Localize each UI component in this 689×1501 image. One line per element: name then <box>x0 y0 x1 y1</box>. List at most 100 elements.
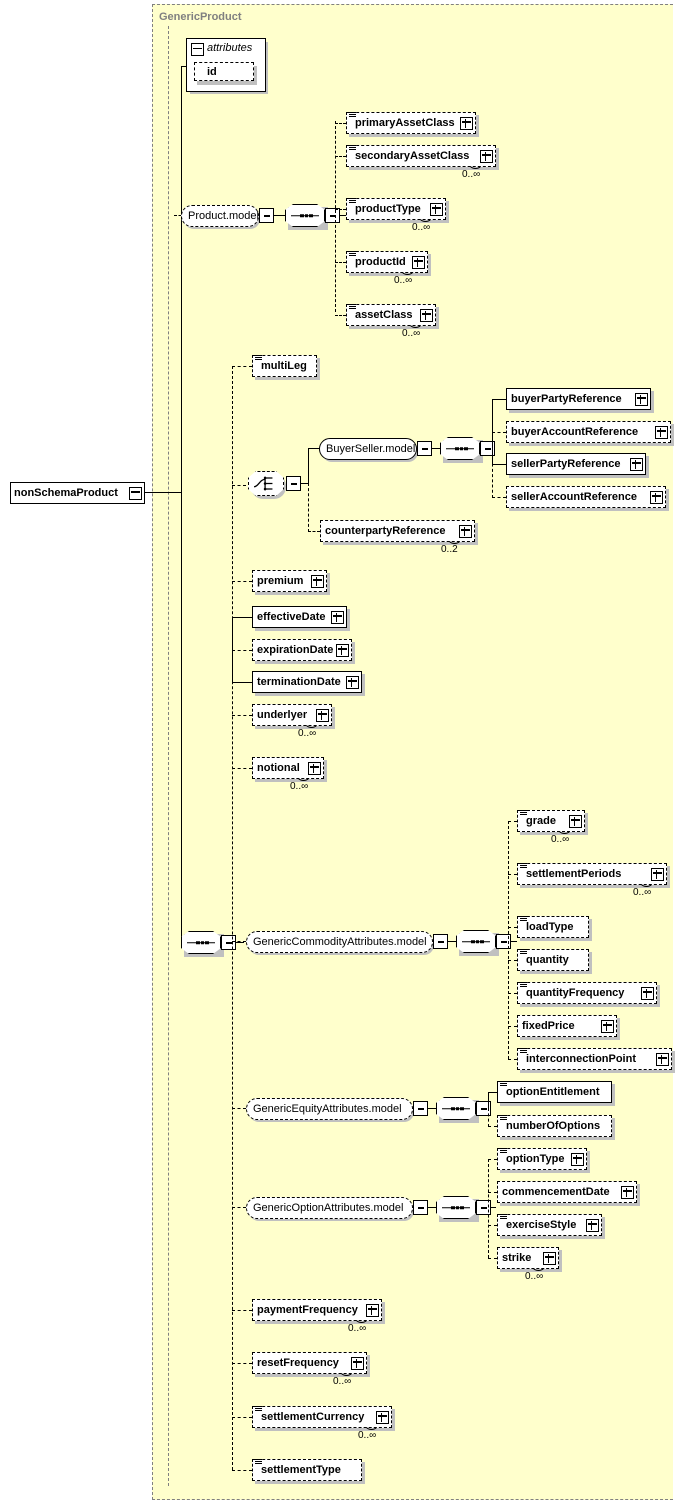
element-resetfrequency[interactable]: resetFrequency <box>252 1352 367 1374</box>
compositor-sequence-commodity[interactable] <box>456 930 496 953</box>
expander-plus-icon[interactable] <box>480 149 493 163</box>
element-quantityfrequency[interactable]: quantityFrequency <box>517 982 657 1004</box>
expander-plus-icon[interactable] <box>641 986 654 1000</box>
element-multileg[interactable]: multiLeg <box>252 355 317 377</box>
expander-minus-icon[interactable] <box>479 1203 488 1212</box>
element-productid[interactable]: productId <box>346 251 428 273</box>
commodity-expander-box[interactable] <box>433 934 448 949</box>
model-commodity[interactable]: GenericCommodityAttributes.model <box>246 931 433 953</box>
expander-plus-icon[interactable] <box>601 1019 614 1033</box>
expander-plus-icon[interactable] <box>586 1218 599 1232</box>
root-element-nonschemaproduct[interactable]: nonSchemaProduct <box>10 482 147 506</box>
model-product[interactable]: Product.model <box>181 205 259 227</box>
element-counterpartyreference[interactable]: counterpartyReference <box>320 520 475 542</box>
element-paymentfrequency[interactable]: paymentFrequency <box>252 1299 382 1321</box>
expander-plus-icon[interactable] <box>650 490 663 504</box>
expander-plus-icon[interactable] <box>635 392 648 406</box>
compositor-choice-party[interactable] <box>248 471 284 496</box>
element-effectivedate[interactable]: effectiveDate <box>252 606 347 628</box>
expander-minus-icon[interactable] <box>262 211 271 220</box>
element-loadtype[interactable]: loadType <box>517 916 589 938</box>
expander-minus-icon[interactable] <box>416 1104 425 1113</box>
element-expirationdate[interactable]: expirationDate <box>252 639 352 661</box>
expander-minus-icon[interactable] <box>483 444 492 453</box>
expander-plus-icon[interactable] <box>376 1410 389 1424</box>
expander-plus-icon[interactable] <box>430 202 443 216</box>
element-settlementtype[interactable]: settlementType <box>252 1459 362 1481</box>
element-settlementcurrency[interactable]: settlementCurrency <box>252 1406 392 1428</box>
element-optionentitlement[interactable]: optionEntitlement <box>497 1081 612 1103</box>
model-option[interactable]: GenericOptionAttributes.model <box>246 1197 413 1219</box>
attributes-expander-minus-icon[interactable] <box>191 43 204 56</box>
model-product-expander-box[interactable] <box>259 208 274 223</box>
element-grade[interactable]: grade <box>517 810 585 832</box>
expander-plus-icon[interactable] <box>351 1356 364 1370</box>
element-buyeraccountreference[interactable]: buyerAccountReference <box>506 421 671 443</box>
expander-plus-icon[interactable] <box>651 867 664 881</box>
expander-minus-icon[interactable] <box>479 1104 488 1113</box>
model-buyerseller[interactable]: BuyerSeller.model <box>319 438 417 460</box>
expander-plus-icon[interactable] <box>316 708 329 722</box>
expander-plus-icon[interactable] <box>655 425 668 439</box>
expander-plus-icon[interactable] <box>366 1303 379 1317</box>
choice-expander-box[interactable] <box>286 476 301 491</box>
element-selleraccountreference[interactable]: sellerAccountReference <box>506 486 666 508</box>
seq-option-expander-box[interactable] <box>476 1200 491 1215</box>
element-quantity[interactable]: quantity <box>517 949 589 971</box>
expander-plus-icon[interactable] <box>569 814 582 828</box>
seq-bs-expander-box[interactable] <box>480 441 495 456</box>
expander-plus-icon[interactable] <box>459 524 472 538</box>
expander-plus-icon[interactable] <box>630 457 643 471</box>
element-primaryassetclass[interactable]: primaryAssetClass <box>346 112 476 134</box>
compositor-sequence-main[interactable] <box>181 931 221 954</box>
expander-plus-icon[interactable] <box>331 610 344 624</box>
expander-minus-icon[interactable] <box>328 211 337 220</box>
element-underlyer[interactable]: underlyer <box>252 704 332 726</box>
expander-plus-icon[interactable] <box>656 1052 669 1066</box>
element-numberofoptions[interactable]: numberOfOptions <box>497 1115 612 1137</box>
expander-minus-icon[interactable] <box>416 1203 425 1212</box>
expander-minus-icon[interactable] <box>129 486 142 500</box>
element-premium[interactable]: premium <box>252 570 327 592</box>
compositor-sequence-buyerseller[interactable] <box>440 437 480 460</box>
equity-expander-box[interactable] <box>413 1101 428 1116</box>
model-equity[interactable]: GenericEquityAttributes.model <box>246 1098 413 1120</box>
expander-plus-icon[interactable] <box>346 675 359 689</box>
expander-plus-icon[interactable] <box>621 1185 634 1199</box>
compositor-sequence-option[interactable] <box>436 1196 476 1219</box>
element-optiontype[interactable]: optionType <box>497 1148 587 1170</box>
expander-minus-icon[interactable] <box>436 937 445 946</box>
element-strike[interactable]: strike <box>497 1247 559 1269</box>
option-expander-box[interactable] <box>413 1200 428 1215</box>
seq-equity-expander-box[interactable] <box>476 1101 491 1116</box>
expander-plus-icon[interactable] <box>308 761 321 775</box>
element-exercisestyle[interactable]: exerciseStyle <box>497 1214 602 1236</box>
element-assetclass[interactable]: assetClass <box>346 304 436 326</box>
expander-plus-icon[interactable] <box>460 116 473 130</box>
element-commencementdate[interactable]: commencementDate <box>497 1181 637 1203</box>
element-terminationdate[interactable]: terminationDate <box>252 671 362 693</box>
element-notional[interactable]: notional <box>252 757 324 779</box>
element-buyerpartyreference[interactable]: buyerPartyReference <box>506 388 651 410</box>
element-settlementperiods[interactable]: settlementPeriods <box>517 863 667 885</box>
expander-plus-icon[interactable] <box>420 308 433 322</box>
expander-minus-icon[interactable] <box>289 479 298 488</box>
seq-main-expander-box[interactable] <box>221 935 236 950</box>
seq-product-expander-box[interactable] <box>325 208 340 223</box>
element-interconnectionpoint[interactable]: interconnectionPoint <box>517 1048 672 1070</box>
compositor-sequence-equity[interactable] <box>436 1097 476 1120</box>
compositor-sequence-product[interactable] <box>285 204 325 227</box>
element-fixedprice[interactable]: fixedPrice <box>517 1015 617 1037</box>
expander-plus-icon[interactable] <box>571 1152 584 1166</box>
expander-plus-icon[interactable] <box>311 574 324 588</box>
attribute-id[interactable]: id <box>194 62 254 81</box>
expander-plus-icon[interactable] <box>543 1251 556 1265</box>
expander-plus-icon[interactable] <box>336 643 350 657</box>
element-sellerpartyreference[interactable]: sellerPartyReference <box>506 453 646 475</box>
expander-minus-icon[interactable] <box>420 444 429 453</box>
buyerseller-expander-box[interactable] <box>417 441 432 456</box>
expander-minus-icon[interactable] <box>499 937 508 946</box>
element-secondaryassetclass[interactable]: secondaryAssetClass <box>346 145 496 167</box>
expander-minus-icon[interactable] <box>224 938 233 947</box>
expander-plus-icon[interactable] <box>412 255 425 269</box>
